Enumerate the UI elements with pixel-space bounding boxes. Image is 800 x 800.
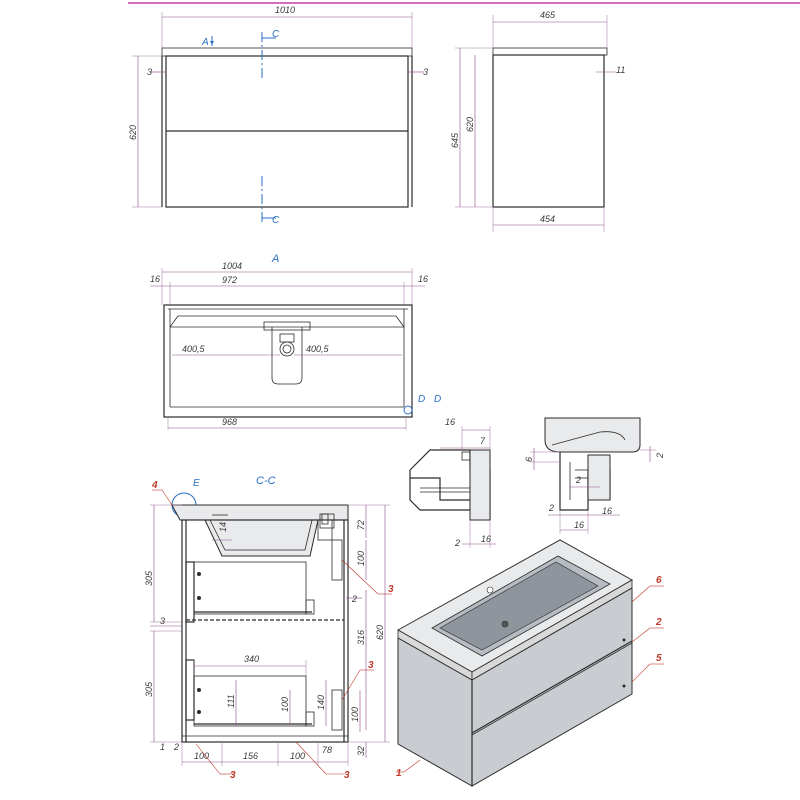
- cc-100-b: 100: [290, 751, 305, 761]
- detail-d-top: 16: [445, 417, 455, 427]
- view-a-inner: 972: [222, 275, 237, 285]
- front-width-label: 1010: [275, 5, 295, 15]
- detail-d-bot-b: 16: [481, 534, 491, 544]
- cc-78: 78: [322, 745, 332, 755]
- cc-100-a: 100: [194, 751, 209, 761]
- cc-305-top: 305: [144, 570, 154, 586]
- view-a-title: A: [271, 253, 279, 265]
- detail-d-bot-a: 2: [454, 538, 460, 548]
- isometric-view: 1 6 2 5: [396, 539, 664, 787]
- view-a: A 1004 972 16 16 400,5 400,5 968: [150, 253, 441, 430]
- cc-140: 140: [316, 695, 326, 710]
- detail-e-marker: E: [193, 478, 200, 489]
- detail-e-mid: 2: [575, 475, 581, 485]
- front-gap-right: 3: [423, 67, 428, 77]
- callout-1: 1: [396, 768, 402, 779]
- cc-340: 340: [244, 654, 259, 664]
- callout-4: 4: [151, 480, 158, 491]
- side-height-outer: 645: [450, 132, 460, 148]
- front-view: 1010 C C A 620 3 3: [128, 5, 428, 226]
- view-a-right-margin: 16: [418, 274, 428, 284]
- cc-2b: 2: [173, 742, 179, 752]
- section-cc: C-C E 14: [144, 475, 394, 781]
- detail-e-b2: 16: [574, 520, 584, 530]
- side-offset-label: 11: [616, 65, 625, 75]
- detail-d-mid: 7: [480, 436, 486, 446]
- cc-156: 156: [243, 751, 258, 761]
- section-c-bottom-label: C: [272, 215, 280, 226]
- callout-3-right-upper: 3: [388, 584, 394, 595]
- side-view: 465 454 645 620 11: [450, 10, 625, 232]
- cc-100-top: 100: [356, 551, 366, 566]
- cc-316: 316: [356, 630, 366, 645]
- detail-e-b3: 16: [602, 506, 612, 516]
- cc-2: 2: [351, 594, 357, 604]
- cc-1: 1: [160, 742, 165, 752]
- callout-3-bottom-left: 3: [230, 770, 236, 781]
- cc-72: 72: [356, 520, 366, 530]
- cc-gap-3: 3: [160, 616, 165, 626]
- callout-3-bottom-right: 3: [344, 770, 350, 781]
- view-a-half-right: 400,5: [306, 344, 330, 354]
- detail-e: 6 2 2 2 16 16: [524, 417, 665, 534]
- basin-depth: 14: [218, 522, 228, 532]
- front-gap-left: 3: [147, 67, 152, 77]
- detail-d-marker-1: D: [418, 394, 425, 405]
- callout-2: 2: [655, 617, 662, 628]
- side-depth-bottom: 454: [540, 214, 555, 224]
- cc-111: 111: [226, 694, 236, 708]
- detail-d: 16 7 2 16: [409, 417, 496, 548]
- view-a-overall: 1004: [222, 261, 242, 271]
- detail-e-right: 2: [655, 453, 665, 459]
- view-a-left-margin: 16: [150, 274, 160, 284]
- section-cc-title: C-C: [256, 475, 276, 487]
- detail-d-marker-2: D: [434, 394, 441, 405]
- view-a-bottom: 968: [222, 417, 237, 427]
- detail-e-b1: 2: [548, 503, 554, 513]
- callout-6: 6: [656, 575, 662, 586]
- view-a-half-left: 400,5: [182, 344, 206, 354]
- callout-3-right-lower: 3: [368, 660, 374, 671]
- front-height-label: 620: [128, 125, 138, 140]
- cc-620: 620: [375, 625, 385, 640]
- section-a-marker: A: [201, 37, 209, 48]
- cc-32: 32: [356, 746, 366, 756]
- callout-5: 5: [656, 653, 662, 664]
- detail-e-left: 6: [524, 457, 534, 462]
- cc-100-mid: 100: [280, 697, 290, 712]
- cc-100-low: 100: [350, 707, 360, 722]
- section-c-top-label: C: [272, 29, 280, 40]
- side-depth-top: 465: [540, 10, 556, 20]
- side-height-inner: 620: [465, 117, 475, 132]
- cc-305-bottom: 305: [144, 681, 154, 697]
